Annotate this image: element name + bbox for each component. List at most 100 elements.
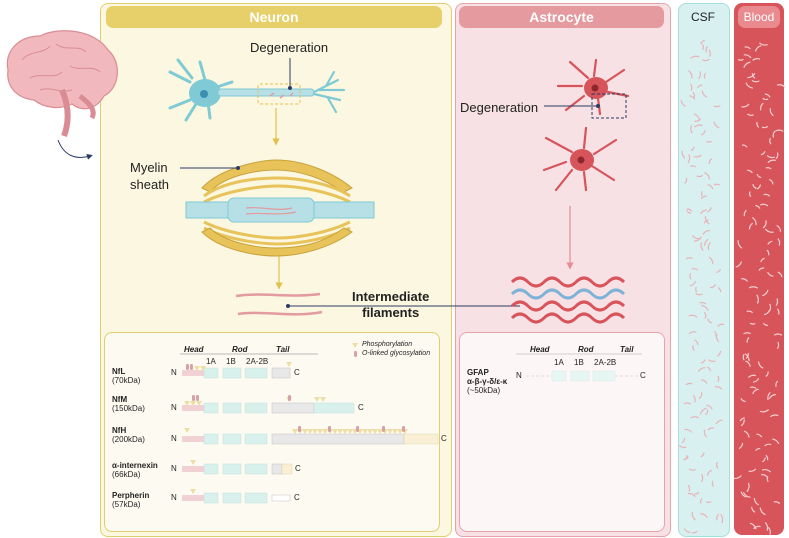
neuron-degeneration-label: Degeneration: [250, 40, 329, 55]
particle-arc: [776, 84, 786, 88]
particle-arc: [687, 154, 691, 164]
particle-arc: [703, 311, 707, 319]
particle-arc: [777, 271, 783, 278]
particle-arc: [688, 468, 697, 471]
particle-arc: [698, 392, 703, 400]
particle-arc: [692, 91, 695, 100]
particle-arc: [735, 261, 743, 268]
particle-arc: [747, 169, 753, 174]
particle-arc: [693, 154, 702, 158]
particle-arc: [766, 249, 770, 256]
particle-arc: [756, 121, 760, 128]
particle-arc: [775, 298, 779, 307]
particle-arc: [767, 391, 771, 401]
particle-arc: [768, 393, 776, 400]
csf-panel: [678, 3, 730, 537]
particle-arc: [700, 452, 705, 458]
particle-arc: [747, 374, 756, 378]
particle-arc: [706, 404, 713, 410]
particle-arc: [748, 468, 757, 472]
n-term-nfm: N: [171, 403, 177, 412]
protein-label-nfm: NfM(150kDa): [112, 395, 145, 413]
particle-arc: [757, 361, 764, 369]
particle-arc: [692, 394, 696, 403]
particle-arc: [700, 498, 703, 504]
particle-arc: [751, 73, 756, 79]
particle-arc: [692, 345, 695, 352]
particle-arc: [748, 286, 759, 289]
legend-phosphorylation: Phosphorylation: [362, 341, 413, 348]
particle-arc: [749, 522, 757, 530]
particle-arc: [739, 417, 745, 422]
particle-arc: [707, 427, 714, 431]
particle-arc: [678, 445, 687, 449]
blood-panel: [734, 3, 784, 535]
domain-1a-label: 1A: [206, 357, 216, 366]
particle-arc: [708, 256, 714, 265]
particle-arc: [765, 454, 769, 461]
particle-arc: [684, 177, 688, 184]
particle-arc: [687, 492, 696, 498]
n-term-alpha-internexin: N: [171, 464, 177, 473]
blood-header: Blood: [738, 6, 780, 28]
particle-arc: [700, 473, 704, 483]
particle-arc: [683, 402, 692, 405]
particle-arc: [738, 442, 744, 450]
particle-arc: [743, 209, 747, 217]
particle-arc: [691, 235, 701, 240]
particle-arc: [752, 183, 757, 190]
particle-arc: [764, 521, 769, 531]
particle-arc: [707, 318, 713, 324]
particle-arc: [715, 333, 720, 343]
particle-arc: [764, 93, 771, 98]
gfap-domain-tail-label: Tail: [620, 345, 634, 354]
particle-arc: [707, 241, 711, 251]
gfap-domain-2a2b-label: 2A-2B: [594, 358, 617, 367]
particle-arc: [694, 339, 699, 346]
particle-arc: [714, 330, 717, 337]
particle-arc: [690, 146, 695, 152]
particle-arc: [693, 124, 703, 128]
particle-arc: [689, 281, 697, 287]
particle-arc: [759, 507, 766, 516]
particle-arc: [747, 72, 756, 79]
particle-arc: [775, 380, 779, 387]
particle-arc: [763, 193, 771, 197]
particle-arc: [716, 461, 719, 469]
domain-rod-label: Rod: [232, 345, 248, 354]
gfap-domain-rod-label: Rod: [578, 345, 594, 354]
particle-arc: [705, 45, 709, 53]
particle-arc: [762, 289, 769, 297]
particle-arc: [737, 58, 744, 61]
particle-arc: [699, 301, 707, 305]
particle-arc: [690, 416, 699, 419]
neurofilament-domain-box: [104, 332, 440, 532]
domain-tail-label: Tail: [276, 345, 290, 354]
particle-arc: [690, 125, 693, 134]
particle-arc: [741, 144, 748, 148]
particle-arc: [686, 208, 693, 212]
particle-arc: [680, 99, 687, 107]
particle-arc: [701, 304, 709, 311]
particle-arc: [760, 257, 765, 263]
particle-arc: [689, 273, 692, 280]
particle-arc: [760, 151, 766, 156]
particle-arc: [744, 46, 751, 50]
particle-arc: [694, 118, 702, 122]
particle-arc: [759, 203, 769, 207]
particle-arc: [777, 238, 781, 246]
particle-arc: [761, 125, 769, 129]
particle-arc: [752, 388, 759, 395]
particle-arc: [707, 206, 712, 213]
astrocyte-cell-icon: [542, 126, 618, 192]
astrocyte-header: Astrocyte: [459, 6, 664, 28]
domain-1b-label: 1B: [226, 357, 236, 366]
particle-arc: [767, 271, 774, 277]
gfap-c-term: C: [640, 371, 646, 380]
particle-arc: [688, 70, 693, 79]
particle-arc: [715, 419, 723, 425]
particle-arc: [717, 286, 722, 293]
blood-particles: [733, 42, 786, 535]
n-term-nfl: N: [171, 368, 177, 377]
particle-arc: [737, 240, 743, 249]
